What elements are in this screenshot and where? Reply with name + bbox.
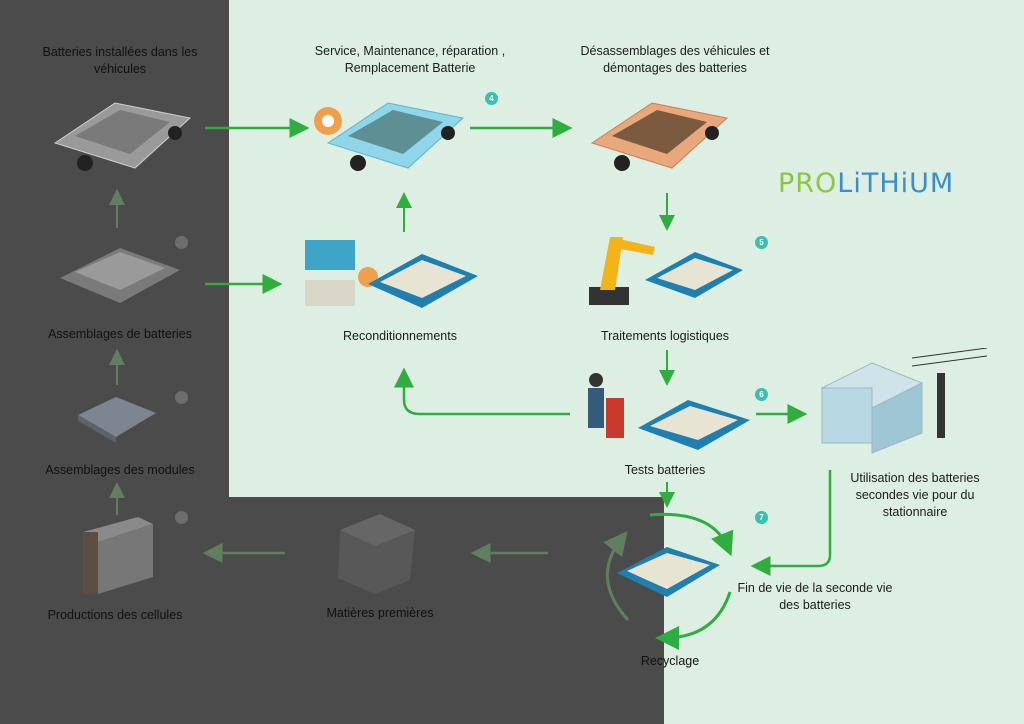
car-installed-icon (53, 102, 192, 171)
arrow-recycle-loop-left (603, 530, 630, 622)
label-second-life: Utilisation des batteries secondes vie p… (850, 471, 980, 519)
gear-icon (314, 107, 342, 135)
arrow-second-life-to-eol (750, 470, 832, 576)
arrow-recycle-loop-top (649, 512, 734, 557)
step-6-badge: 6 (755, 388, 768, 401)
logo-suffix: LiTHiUM (837, 168, 955, 199)
label-end-of-life: Fin de vie de la seconde vie des batteri… (737, 581, 893, 612)
stationary-storage-icon (820, 348, 988, 454)
label-battery-pack: Assemblages de batteries (48, 327, 192, 341)
module-dark-icon (78, 397, 156, 443)
arrow-recycle-loop-bottom (655, 591, 732, 650)
cell-dark-icon (83, 517, 153, 594)
label-reconditioning: Reconditionnements (343, 329, 457, 343)
step-7-badge: 7 (755, 511, 768, 524)
recycling-battery-icon (617, 547, 720, 597)
label-dismantling: Désassemblages des véhicules et démontag… (580, 44, 770, 75)
step-5-badge: 5 (755, 236, 768, 249)
step-dot-pack (175, 236, 188, 249)
label-tests: Tests batteries (624, 463, 706, 477)
label-recycling: Recyclage (640, 654, 700, 668)
arrow-tests-to-recond (394, 367, 570, 416)
dark-zone-bottom (229, 497, 664, 724)
robot-arm-icon (589, 237, 743, 305)
logo-prefix: PRO (778, 168, 838, 199)
prolithium-logo: PROLiTHiUM (778, 168, 954, 199)
label-raw-materials: Matières premières (326, 606, 434, 620)
battery-pack-dark-icon (60, 248, 180, 303)
step-4-badge: 4 (485, 92, 498, 105)
car-dismantled-icon (590, 102, 729, 171)
label-modules: Assemblages des modules (45, 463, 195, 477)
label-installed: Batteries installées dans les véhicules (42, 45, 198, 76)
reconditioning-battery-icon (305, 240, 478, 308)
label-service: Service, Maintenance, réparation , Rempl… (314, 44, 506, 75)
label-logistics: Traitements logistiques (600, 329, 730, 343)
car-service-icon (326, 102, 465, 171)
step-dot-modules (175, 391, 188, 404)
step-dot-cells (175, 511, 188, 524)
raw-materials-icon (338, 514, 415, 594)
label-cells: Productions des cellules (47, 608, 183, 622)
technician-testing-icon (588, 373, 750, 450)
